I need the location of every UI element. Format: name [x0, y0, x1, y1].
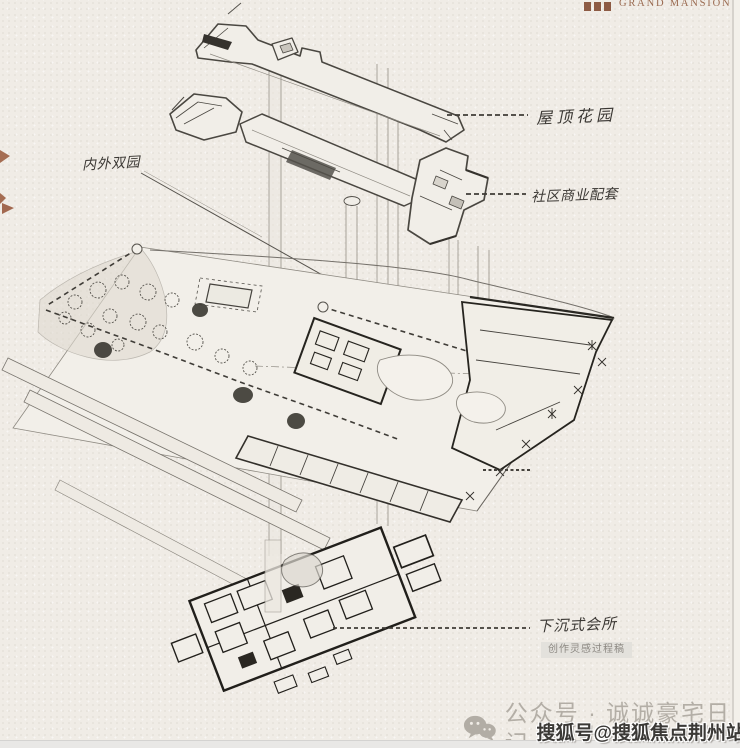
annotation-dual-garden: 内外双园 — [81, 154, 141, 174]
wechat-footer: 公众号 · 诚诚豪宅日记 — [463, 698, 740, 748]
annotation-roof-garden: 屋顶花园 — [535, 105, 617, 128]
annotation-sunken-club: 下沉式会所 — [536, 614, 618, 636]
roof-garden-slab — [195, 23, 465, 143]
basement-plan — [170, 526, 442, 694]
tree-scribbles — [58, 274, 258, 376]
page-edge-line — [732, 0, 734, 748]
page-right-margin — [734, 0, 740, 748]
logo-text: GRAND MANSION — [619, 0, 732, 9]
grand-mansion-logo: GRAND MANSION — [584, 0, 731, 16]
site-plan — [1, 243, 615, 597]
annotation-commercial: 社区商业配套 — [530, 186, 619, 206]
brush-mark — [0, 150, 10, 163]
brush-mark — [2, 203, 14, 214]
wechat-icon — [463, 715, 496, 742]
annotation-leaders — [333, 114, 530, 629]
logo-bars-icon — [584, 0, 614, 16]
dark-trees — [94, 303, 305, 429]
brush-mark — [0, 193, 6, 204]
bottom-strip — [0, 740, 740, 748]
edge-tree-marks — [465, 340, 607, 501]
process-note: 创作灵感过程稿 — [541, 642, 632, 658]
sohu-watermark: 搜狐号@搜狐焦点荆州站 — [536, 723, 740, 744]
commercial-slab — [169, 93, 489, 245]
